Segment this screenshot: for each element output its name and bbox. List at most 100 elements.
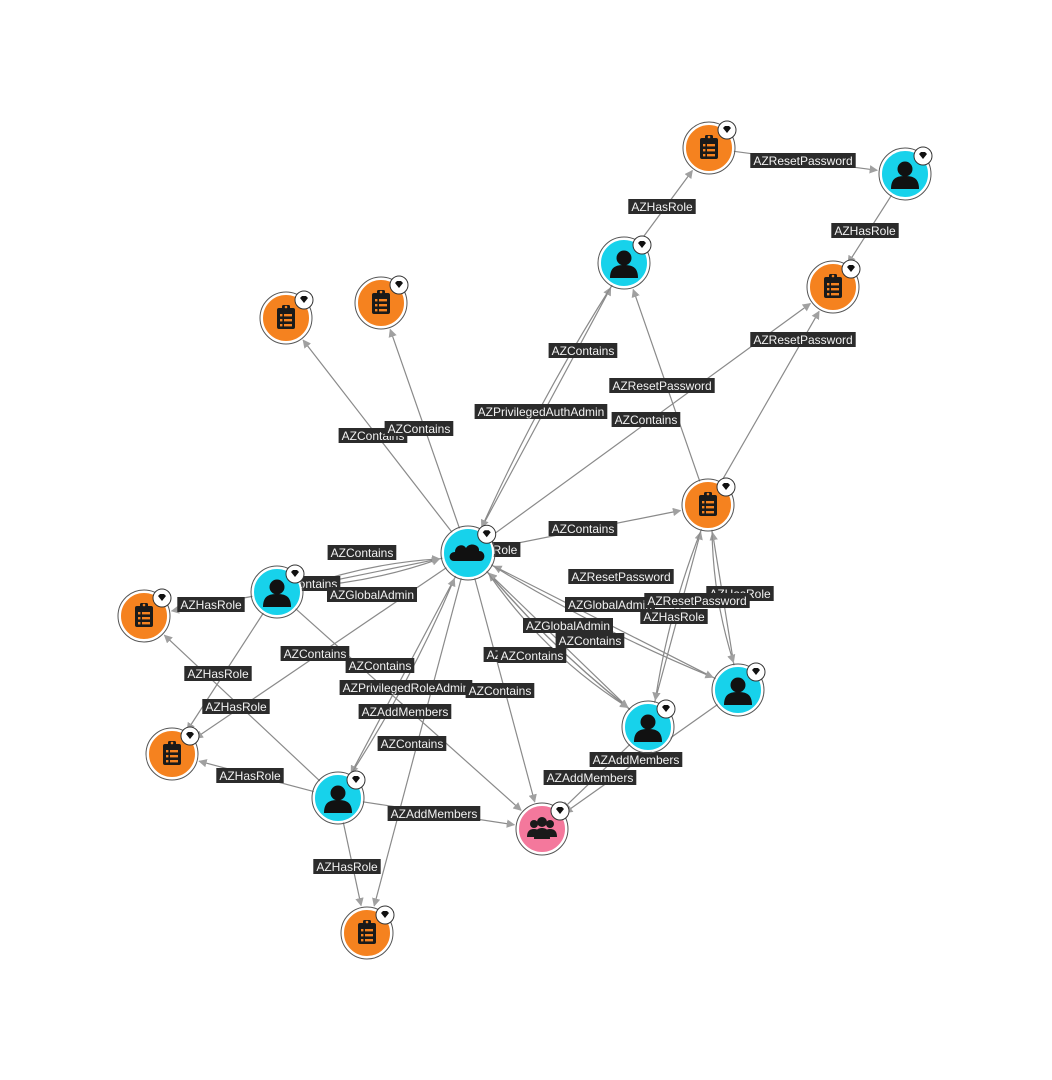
edge-label[interactable]: AZGlobalAdmin [327,587,417,602]
edge-label[interactable]: AZHasRole [202,699,270,714]
edge-label[interactable]: AZContains [555,633,625,648]
node-role-mid-right[interactable] [681,477,736,532]
edge-label[interactable]: AZHasRole [628,199,696,214]
edge-label[interactable]: AZContains [548,343,618,358]
edge-label[interactable]: AZContains [327,545,397,560]
node-role-upper-left-2[interactable] [354,275,409,330]
node-role-lower-left[interactable] [145,726,200,781]
edge-label[interactable]: AZHasRole [216,768,284,783]
node-role-bottom[interactable] [340,905,395,960]
edge-label[interactable]: AZGlobalAdmin [523,618,613,633]
edge-label[interactable]: AZHasRole [640,609,708,624]
node-user-mid[interactable] [621,699,676,754]
edge-tenant-to-user-mid[interactable] [486,570,629,709]
node-tenant[interactable] [440,524,497,581]
edge-label-text: AZResetPassword [612,379,711,393]
edge-label[interactable]: AZContains [345,658,415,673]
edge-label[interactable]: AZContains [548,521,618,536]
edge-label[interactable]: AZAddMembers [387,806,481,821]
node-user-left[interactable] [250,564,305,619]
nodes-layer [117,120,933,960]
edge-label-background [489,542,521,557]
edge-label[interactable]: AZHasRole [313,859,381,874]
edge-label-background [628,199,696,214]
edge-label-text: AZResetPassword [753,154,852,168]
edge-user-upper-to-tenant[interactable] [480,284,613,529]
clipboard-list-icon [358,920,376,944]
edge-label-text: AZAddMembers [593,753,680,767]
edge-label[interactable]: AZGlobalAdmin [565,597,655,612]
edge-label-background [184,666,252,681]
edge-label-text: AZContains [559,634,622,648]
node-role-top-right[interactable] [682,120,737,175]
node-user-bottom[interactable] [311,770,366,825]
edge-label[interactable]: AZContains [280,646,350,661]
edge-label-text: AZHasRole [643,610,705,624]
edge-labels-layer: AZResetPasswordAZHasRoleAZHasRoleAZConta… [177,153,899,874]
edge-label[interactable]: AZResetPassword [750,153,856,168]
edge-label-text: AZHasRole [187,667,249,681]
edge-label-text: AZContains [615,413,678,427]
edge-label[interactable]: AZContains [384,421,454,436]
clipboard-list-icon [699,492,717,516]
edge-label-text: AZGlobalAdmin [526,619,610,633]
node-user-top-right[interactable] [878,146,933,201]
edge-label-text: AZContains [552,522,615,536]
edges-layer [163,150,893,907]
edge-label-text: AZHasRole [631,200,693,214]
clipboard-list-icon [824,274,842,298]
edge-label[interactable]: AZAddMembers [589,752,683,767]
edge-label-text: AZContains [331,546,394,560]
edge-label[interactable]: AZContains [611,412,681,427]
edge-label[interactable]: AZAddMembers [543,770,637,785]
node-group[interactable] [515,801,570,856]
edge-label-background [750,153,856,168]
edge-label-text: AZAddMembers [391,807,478,821]
edge-label[interactable]: AZAddMembers [358,704,452,719]
edge-label-text: AZContains [552,344,615,358]
edge-label-background [465,683,535,698]
edge-user-bottom-to-tenant[interactable] [349,577,456,777]
edge-label[interactable]: AZPrivilegedRoleAdmin [339,680,473,695]
edge-label-text: AZContains [388,422,451,436]
edge-label[interactable]: AZContains [497,648,567,663]
edge-label[interactable]: AZResetPassword [609,378,715,393]
edge-label[interactable]: AZHasRole [831,223,899,238]
edge-tenant-to-user-bottom[interactable] [350,575,457,775]
node-user-upper[interactable] [597,235,652,290]
edge-label[interactable]: AZResetPassword [568,569,674,584]
edge-label-text: AZPrivilegedAuthAdmin [478,405,605,419]
edge-label[interactable]: AZHasRole [177,597,245,612]
edge-label[interactable]: Role [489,542,521,557]
edge-label[interactable]: AZHasRole [184,666,252,681]
edge-label-background [327,587,417,602]
edge-label-text: AZAddMembers [362,705,449,719]
edge-label-background [177,597,245,612]
edge-label-background [609,378,715,393]
node-role-left[interactable] [117,588,172,643]
edge-label-text: AZHasRole [219,769,281,783]
edge-label-background [202,699,270,714]
edge-label-text: AZPrivilegedRoleAdmin [343,681,470,695]
edge-label-text: AZHasRole [205,700,267,714]
edge-label-background [497,648,567,663]
edge-label[interactable]: AZContains [377,736,447,751]
edge-label-text: AZGlobalAdmin [568,598,652,612]
edge-label-text: Role [493,543,518,557]
edge-label-background [339,680,473,695]
edge-label-text: AZHasRole [834,224,896,238]
edge-label-background [345,658,415,673]
node-user-right[interactable] [711,662,766,717]
edge-label-text: AZResetPassword [571,570,670,584]
edge-label[interactable]: AZResetPassword [644,593,750,608]
node-role-right-upper[interactable] [806,259,861,314]
edge-label[interactable]: AZContains [465,683,535,698]
node-role-upper-left-1[interactable] [259,290,314,345]
edge-label[interactable]: AZResetPassword [750,332,856,347]
edge-label-text: AZContains [469,684,532,698]
edge-label-background [548,521,618,536]
edge-label-background [611,412,681,427]
edge-label[interactable]: AZPrivilegedAuthAdmin [474,404,608,419]
edge-label-background [313,859,381,874]
